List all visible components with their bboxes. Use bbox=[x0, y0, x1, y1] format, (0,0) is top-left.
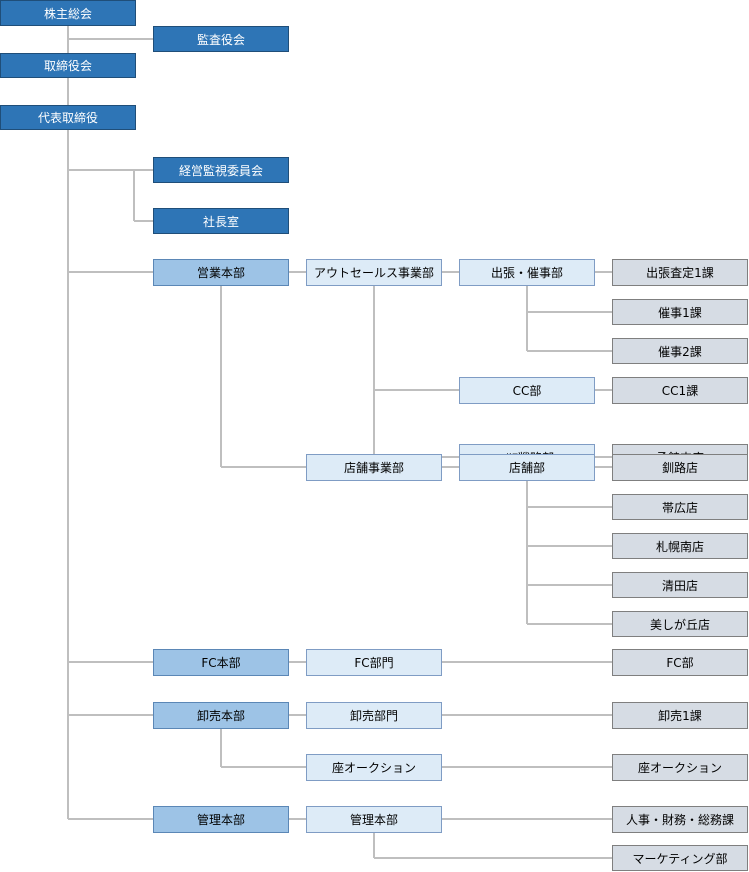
node-admin-hq: 管理本部 bbox=[153, 806, 289, 833]
node-utsukushigaoka-store: 美しが丘店 bbox=[612, 611, 748, 637]
node-trip-assessment-1: 出張査定1課 bbox=[612, 259, 748, 286]
node-auction-division: 座オークション bbox=[306, 754, 442, 781]
node-event-section-1: 催事1課 bbox=[612, 299, 748, 325]
node-auction-section: 座オークション bbox=[612, 754, 748, 781]
node-fc-hq: FC本部 bbox=[153, 649, 289, 676]
node-wholesale-division: 卸売部門 bbox=[306, 702, 442, 729]
node-kiyota-store: 清田店 bbox=[612, 572, 748, 598]
node-hr-finance-section: 人事・財務・総務課 bbox=[612, 806, 748, 833]
node-marketing-dept: マーケティング部 bbox=[612, 845, 748, 871]
node-auditor-board: 監査役会 bbox=[153, 26, 289, 52]
node-kushiro-store: 釧路店 bbox=[612, 454, 748, 481]
node-ceo: 代表取締役 bbox=[0, 105, 136, 130]
node-fc-dept: FC部 bbox=[612, 649, 748, 676]
node-store-dept: 店舗部 bbox=[459, 454, 595, 481]
node-admin-division: 管理本部 bbox=[306, 806, 442, 833]
node-obihiro-store: 帯広店 bbox=[612, 494, 748, 520]
node-cc-section-1: CC1課 bbox=[612, 377, 748, 404]
node-wholesale-hq: 卸売本部 bbox=[153, 702, 289, 729]
node-sales-hq: 営業本部 bbox=[153, 259, 289, 286]
node-wholesale-section-1: 卸売1課 bbox=[612, 702, 748, 729]
node-president-office: 社長室 bbox=[153, 208, 289, 234]
node-trip-event-dept: 出張・催事部 bbox=[459, 259, 595, 286]
node-fc-division: FC部門 bbox=[306, 649, 442, 676]
node-event-section-2: 催事2課 bbox=[612, 338, 748, 364]
node-cc-dept: CC部 bbox=[459, 377, 595, 404]
node-store-division: 店舗事業部 bbox=[306, 454, 442, 481]
node-outsales-division: アウトセールス事業部 bbox=[306, 259, 442, 286]
node-shareholders: 株主総会 bbox=[0, 0, 136, 26]
node-sapporo-minami-store: 札幌南店 bbox=[612, 533, 748, 559]
node-board-of-directors: 取締役会 bbox=[0, 53, 136, 78]
node-oversight-committee: 経営監視委員会 bbox=[153, 157, 289, 183]
